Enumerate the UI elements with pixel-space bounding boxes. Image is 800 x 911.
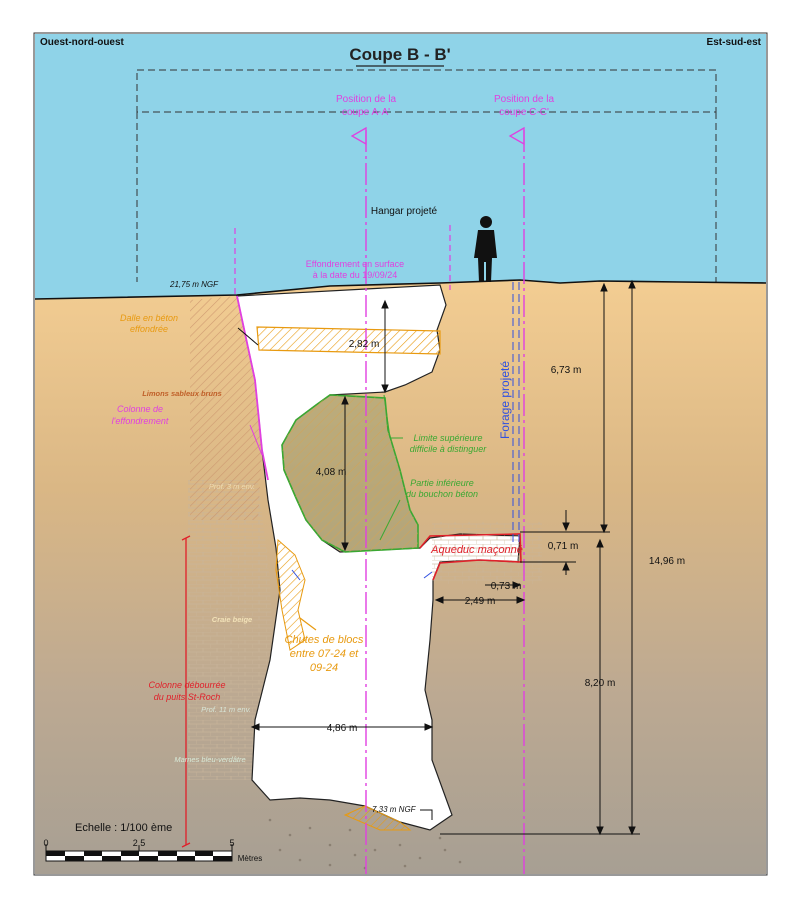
prof-top-label: Prof. 3 m env. — [209, 482, 255, 491]
section-a-marker — [350, 126, 367, 146]
prof-bottom-label: Prof. 11 m env. — [201, 705, 251, 714]
dim-0-73: 0,73 m — [491, 581, 522, 592]
marnes-label: Marnes bleu-verdâtre — [174, 755, 245, 764]
colonne-label-2: l'effondrement — [112, 416, 169, 426]
colonne-label-1: Colonne de — [117, 404, 163, 414]
sky-area — [35, 34, 766, 299]
effondrement-label-2: à la date du 19/09/24 — [313, 270, 398, 280]
partie-label-1: Partie inférieure — [410, 478, 474, 488]
collapse-column-line — [236, 295, 269, 481]
scale-tick-5: 5 — [229, 838, 234, 848]
dim-14-96: 14,96 m — [649, 556, 685, 567]
limons-label: Limons sableux bruns — [142, 389, 222, 398]
section-c-label-2: coupe C-C' — [499, 107, 549, 118]
dimension-lines — [237, 279, 640, 836]
ngf-bottom-leader — [420, 809, 433, 820]
dalle-label-1: Dalle en béton — [120, 313, 178, 323]
forage-label: Forage projeté — [498, 361, 512, 439]
dim-6-73: 6,73 m — [551, 365, 582, 376]
dim-2-82: 2,82 m — [349, 339, 380, 350]
scale-label: Echelle : 1/100 ème — [75, 822, 172, 834]
collapsed-concrete-slab — [256, 326, 441, 355]
dim-4-86: 4,86 m — [327, 723, 358, 734]
dalle-label-2: effondrée — [130, 324, 168, 334]
header-left-direction: Ouest-nord-ouest — [40, 37, 125, 48]
partie-leader — [379, 499, 401, 541]
section-a-label-1: Position de la — [336, 94, 396, 105]
bottom-debris-hatch — [343, 805, 412, 831]
st-roch-column-tick-top — [181, 535, 191, 541]
scale-bar — [45, 844, 233, 862]
dim-8-20: 8,20 m — [585, 678, 616, 689]
scale-unit: Mètres — [238, 854, 262, 863]
limite-label-1: Limite supérieure — [413, 433, 482, 443]
section-c-label-1: Position de la — [494, 94, 554, 105]
dim-2-49: 2,49 m — [465, 596, 496, 607]
dim-0-71: 0,71 m — [548, 541, 579, 552]
scale-tick-2-5: 2,5 — [133, 838, 146, 848]
concrete-plug-hatch — [282, 395, 418, 552]
section-c-marker — [508, 126, 525, 146]
dim-4-08: 4,08 m — [316, 467, 347, 478]
silty-layer-hatch — [190, 296, 262, 520]
hangar-label: Hangar projeté — [371, 206, 438, 217]
partie-label-2: du bouchon béton — [406, 489, 478, 499]
section-a-label-2: coupe A-A' — [342, 107, 390, 118]
chutes-leader — [299, 617, 317, 631]
st-roch-column-tick-bottom — [181, 842, 191, 848]
effondrement-label-1: Effondrement en surface — [306, 259, 404, 269]
aqueduc-label: Aqueduc maçonné — [430, 544, 523, 556]
chutes-label-1: Chutes de blocs — [285, 634, 364, 646]
colonne-leader — [249, 424, 263, 456]
limite-leader — [383, 394, 391, 439]
block-falls-hatch — [275, 538, 306, 651]
chalk-layer-pattern — [188, 480, 275, 780]
colonne-deb-label-1: Colonne débourrée — [148, 680, 225, 690]
ngf-bottom-label: 7,33 m NGF — [372, 805, 417, 814]
person-icon — [474, 216, 497, 282]
diagram-title: Coupe B - B' — [349, 45, 450, 64]
chutes-label-3: 09-24 — [310, 662, 338, 674]
header-right-direction: Est-sud-est — [707, 37, 762, 48]
scale-tick-0: 0 — [43, 838, 48, 848]
ngf-top-label: 21,75 m NGF — [169, 280, 219, 289]
gravel-texture — [268, 818, 462, 870]
ground-surface-line — [34, 279, 767, 300]
limite-label-2: difficile à distinguer — [410, 444, 488, 454]
colonne-deb-label-2: du puits St-Roch — [154, 692, 221, 702]
chutes-label-2: entre 07-24 et — [290, 648, 359, 660]
craie-label: Craie beige — [212, 615, 252, 624]
